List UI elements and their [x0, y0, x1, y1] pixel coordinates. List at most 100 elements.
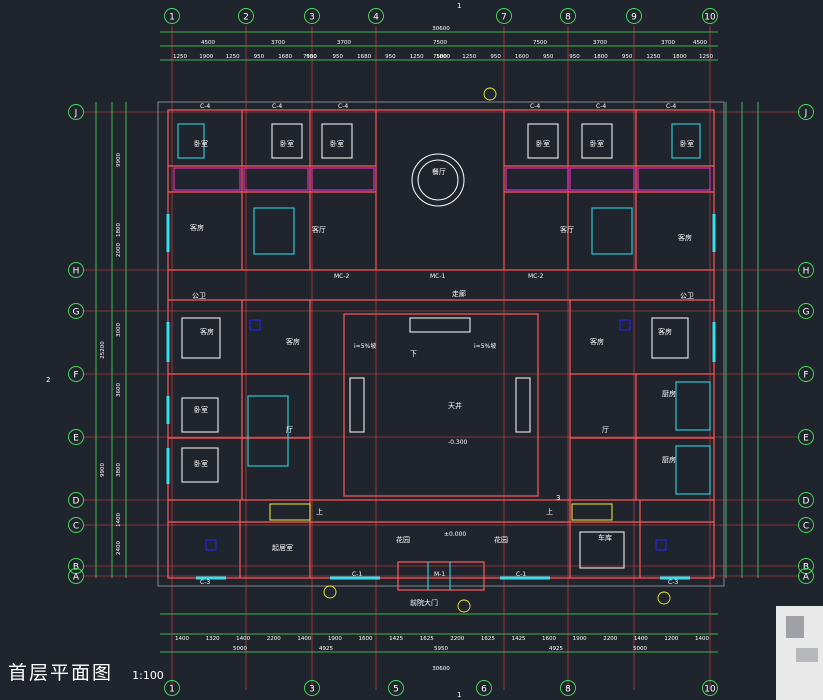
axis-top-1: 1: [169, 13, 175, 23]
room-living-left: 客厅: [312, 225, 326, 234]
room-guest-5: 客房: [658, 327, 672, 336]
top-dim-row2-4: 7500: [533, 40, 547, 46]
axis-left-C-circle: [68, 517, 84, 533]
bottom-dim-row1-11: 1425: [511, 636, 525, 642]
section-markers: [323, 87, 671, 613]
top-dim-row3-10: 1800: [436, 54, 450, 60]
bottom-dim-row2-0: 5000: [233, 646, 247, 652]
axis-right-A-circle: [798, 568, 814, 584]
axis-top-7: 7: [501, 13, 507, 23]
window-c4-6: C-4: [666, 103, 676, 110]
bottom-dim-row2-3: 4925: [549, 646, 563, 652]
axis-right-J: J: [804, 109, 808, 119]
room-guest-3: 客房: [286, 337, 300, 346]
top-dim-row2-0: 4500: [201, 40, 215, 46]
top-dim-mid-right: 7500: [433, 54, 447, 60]
top-dim-row3-11: 1250: [462, 54, 476, 60]
window-c4-1: C-4: [200, 103, 210, 110]
bottom-dim-row2-4: 5000: [633, 646, 647, 652]
axis-top-8: 8: [565, 13, 571, 23]
top-dim-row3-5: 950: [306, 54, 317, 60]
axis-right-E: E: [803, 434, 809, 444]
axis-top-10-circle: [702, 8, 718, 24]
top-dim-row2-2: 3700: [337, 40, 351, 46]
window-c3-left: C-3: [200, 579, 210, 586]
room-bedroom-4: 卧室: [536, 139, 550, 148]
gate-label: 前院大门: [410, 598, 438, 607]
axis-right-G: G: [803, 308, 810, 318]
axis-right-F-circle: [798, 366, 814, 382]
axis-right-E-circle: [798, 429, 814, 445]
left-dim-1: 1800: [116, 223, 122, 237]
bottom-dim-row1-2: 1400: [236, 636, 250, 642]
room-down: 下: [410, 350, 417, 358]
room-hall-right: 厅: [602, 426, 609, 434]
blurred-watermark: [776, 606, 823, 700]
axis-top-2: 2: [243, 13, 249, 23]
axis-right-G-circle: [798, 303, 814, 319]
top-dim-row3-8: 950: [385, 54, 396, 60]
top-dim-overall: 30600: [432, 26, 450, 32]
axis-left-G: G: [73, 308, 80, 318]
room-courtyard: 天井: [448, 401, 462, 410]
room-bedroom-2: 卧室: [280, 139, 294, 148]
room-garage: 车库: [598, 533, 612, 542]
door-mc1: MC-1: [430, 273, 446, 280]
left-dim-4: 3600: [116, 383, 122, 397]
furniture: [166, 123, 716, 590]
window-c3-right: C-3: [668, 579, 678, 586]
section-mark-right: 3: [556, 494, 560, 502]
room-living-right: 客厅: [560, 225, 574, 234]
room-public-bath-right: 公卫: [680, 292, 694, 300]
axis-bottom-10-circle: [702, 680, 718, 696]
top-dim-row3-4: 1680: [278, 54, 292, 60]
room-hall-left: 厅: [286, 426, 293, 434]
slope-label-left: i=5%坡: [354, 342, 376, 350]
axis-right-B: B: [803, 563, 809, 573]
top-dim-row3-19: 1800: [673, 54, 687, 60]
window-c4-2: C-4: [272, 103, 282, 110]
bottom-dim-row1-16: 1200: [664, 636, 678, 642]
axis-left-H: H: [73, 267, 80, 277]
annotations: ±0.000 -0.300 i=5%坡 i=5%坡 C-4 C-4 C-4 C-…: [200, 103, 678, 586]
axis-bottom-10: 10: [704, 685, 716, 695]
axis-bottom-1: 1: [169, 685, 175, 695]
room-bedroom-3: 卧室: [330, 139, 344, 148]
blur-block-2: [796, 648, 818, 662]
top-dim-row2-1: 3700: [271, 40, 285, 46]
top-dim-row3-3: 950: [254, 54, 265, 60]
left-dim-8: 9900: [100, 463, 106, 477]
axis-right-C: C: [803, 522, 809, 532]
elevation-zero: ±0.000: [444, 531, 466, 538]
axis-bottom-6: 6: [481, 685, 487, 695]
axis-left-B-circle: [68, 558, 84, 574]
axis-right-D-circle: [798, 492, 814, 508]
axis-bottom-5-circle: [388, 680, 404, 696]
axis-top-4-circle: [368, 8, 384, 24]
axis-left-B: B: [73, 563, 79, 573]
door-mc2-right: MC-2: [528, 273, 544, 280]
top-dim-row3-6: 950: [333, 54, 344, 60]
bottom-dim-row1-6: 1600: [359, 636, 373, 642]
room-guest-2: 客房: [200, 327, 214, 336]
dimension-lines: [95, 31, 759, 653]
axis-right-J-circle: [798, 104, 814, 120]
drawing-scale: 1:100: [132, 669, 164, 682]
top-dim-row3-9: 1250: [410, 54, 424, 60]
top-dim-row2-3: 7500: [433, 40, 447, 46]
door-mc2-left: MC-2: [334, 273, 350, 280]
bottom-dim-row1-5: 1900: [328, 636, 342, 642]
room-bedroom-8: 卧室: [194, 459, 208, 468]
room-stair-left: 上: [316, 507, 323, 516]
window-c4-3: C-4: [338, 103, 348, 110]
bottom-dim-row1-14: 2200: [603, 636, 617, 642]
axis-left-E-circle: [68, 429, 84, 445]
room-kitchen-1: 厨房: [662, 389, 676, 398]
axis-bottom-1-circle: [164, 680, 180, 696]
window-c1-left: C-1: [352, 571, 362, 578]
top-dim-row3-18: 1250: [646, 54, 660, 60]
room-kitchen-2: 厨房: [662, 455, 676, 464]
